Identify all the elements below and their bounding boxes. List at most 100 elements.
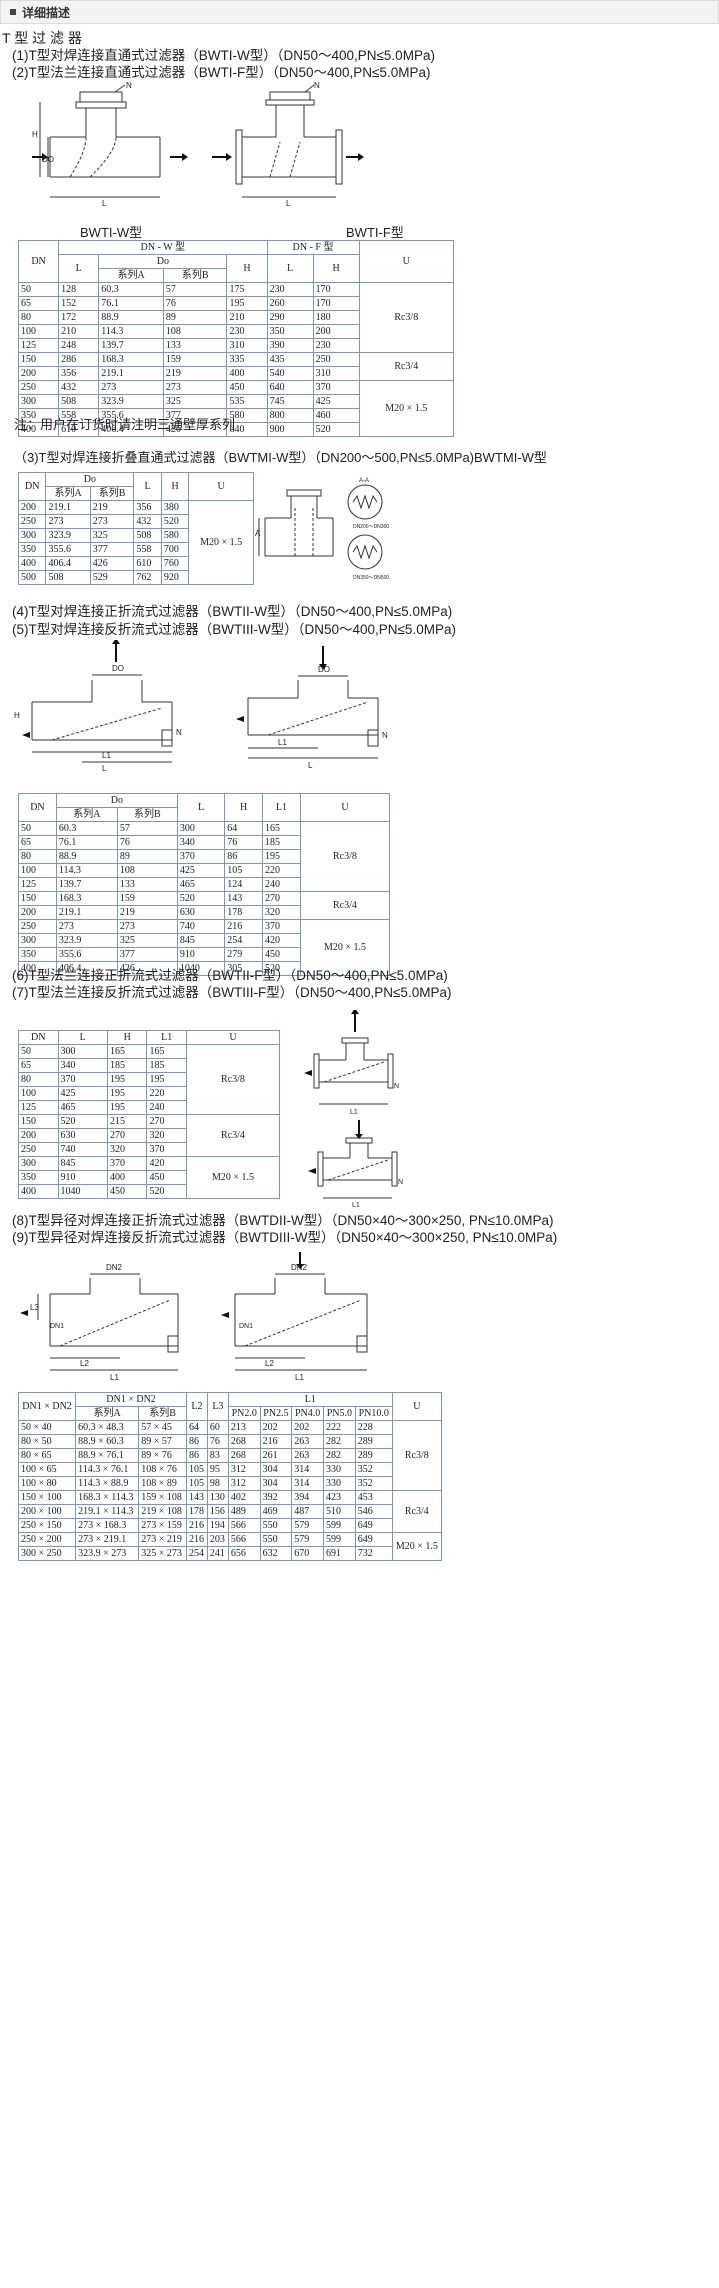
table-cell: 520 — [262, 961, 301, 976]
svg-text:N: N — [382, 731, 388, 740]
table-cell: 83 — [206, 1448, 229, 1463]
table-cell: 195 — [262, 849, 301, 864]
table-cell: 425 — [176, 863, 226, 878]
table-cell: 80 — [17, 310, 60, 325]
table-cell: 203 — [206, 1532, 229, 1547]
table-cell: 289 — [354, 1448, 393, 1463]
table-cell: 105 — [185, 1462, 208, 1477]
svg-text:N: N — [398, 1179, 403, 1186]
table-cell: Do — [98, 254, 228, 269]
table-cell: 273 — [116, 919, 178, 934]
table-cell: 323.9 — [45, 528, 91, 543]
table-cell: 845 — [176, 933, 226, 948]
table-cell: 105 — [185, 1476, 208, 1491]
table-cell: 50 — [18, 1044, 59, 1059]
u-value: Rc3/4 — [391, 1490, 443, 1533]
table-cell: 200 — [18, 905, 57, 920]
table-cell: 195 — [146, 1072, 187, 1087]
table-cell: 377 — [116, 947, 178, 962]
table-cell: 219.1 — [55, 905, 118, 920]
table-cell: 432 — [133, 514, 162, 529]
table-cell: 489 — [227, 1504, 261, 1519]
table-cell: 250 — [312, 352, 360, 367]
table-cell: 213 — [227, 1420, 261, 1435]
table-cell: 150 — [17, 352, 60, 367]
table-cell: 400 — [106, 1170, 148, 1185]
table-cell: 340 — [57, 1058, 108, 1073]
line-7: (7)T型法兰连接反折流式过滤器（BWTIII-F型）（DN50～400,PN≤… — [12, 985, 452, 1000]
table-cell: 273 × 219 — [138, 1532, 187, 1547]
table-cell: 139.7 — [98, 338, 164, 353]
table-cell: 323.9 — [55, 933, 118, 948]
table-cell: 312 — [227, 1462, 261, 1477]
table-cell: 300 — [17, 528, 47, 543]
table-cell: 133 — [116, 877, 178, 892]
table-cell: 254 — [185, 1546, 208, 1561]
table-cell: 520 — [176, 891, 226, 906]
svg-text:L: L — [286, 199, 291, 208]
table-cell: 335 — [226, 352, 268, 367]
table-cell: 450 — [226, 380, 268, 395]
table-cell: 114.3 — [98, 324, 164, 339]
table-cell: 76 — [116, 835, 178, 850]
table-cell: 282 — [323, 1448, 356, 1463]
svg-text:L: L — [308, 761, 313, 770]
drawing-bwtmi-w: A DN200～DN300 DN350～DN500 A-A — [255, 476, 405, 591]
table-cell: 423 — [323, 1490, 356, 1505]
table-cell: 270 — [146, 1114, 187, 1129]
svg-text:L: L — [102, 199, 107, 208]
table-cell: 185 — [146, 1058, 187, 1073]
table-cell: 95 — [206, 1462, 229, 1477]
table-cell: 356 — [133, 500, 162, 515]
u-value: Rc3/8 — [186, 1044, 280, 1115]
table-cell: 270 — [262, 891, 301, 906]
table-cell: 540 — [266, 366, 314, 381]
table-cell: 400 — [18, 961, 57, 976]
drawing-bwti-f: N L — [210, 82, 370, 212]
table-cell: 920 — [160, 570, 190, 585]
svg-text:A-A: A-A — [359, 478, 369, 484]
table-cell: 143 — [185, 1490, 208, 1505]
table-cell: 系列A — [55, 807, 118, 822]
table-cell: 732 — [354, 1546, 393, 1561]
table-cell: 406.4 — [98, 422, 164, 437]
table-cell: 175 — [226, 282, 268, 297]
svg-text:DN350～DN500: DN350～DN500 — [353, 575, 389, 581]
svg-text:L3: L3 — [30, 1303, 39, 1312]
table-cell: 450 — [262, 947, 301, 962]
table-cell: 64 — [224, 821, 264, 836]
table-cell: 320 — [262, 905, 301, 920]
table-cell: 系列B — [116, 807, 178, 822]
table-cell: 86 — [185, 1448, 208, 1463]
table-cell: 168.3 — [55, 891, 118, 906]
table-cell: 60.3 — [55, 821, 118, 836]
caption-bwti-w: BWTI-W型 — [80, 225, 143, 240]
table-cell: 330 — [323, 1462, 356, 1477]
table-cell: 273 — [45, 514, 91, 529]
table-cell: 150 — [18, 891, 57, 906]
table-cell: 273 × 168.3 — [75, 1518, 140, 1533]
table-cell: 320 — [106, 1142, 148, 1157]
table-cell: 195 — [226, 296, 268, 311]
table-cell: 254 — [224, 933, 264, 948]
table-cell: Do — [45, 472, 135, 487]
table-cell: 290 — [266, 310, 314, 325]
table-cell: 65 — [18, 835, 57, 850]
table-cell: 260 — [266, 296, 314, 311]
header-w: DN - W 型 — [58, 240, 268, 255]
table-cell: 300 — [176, 821, 226, 836]
